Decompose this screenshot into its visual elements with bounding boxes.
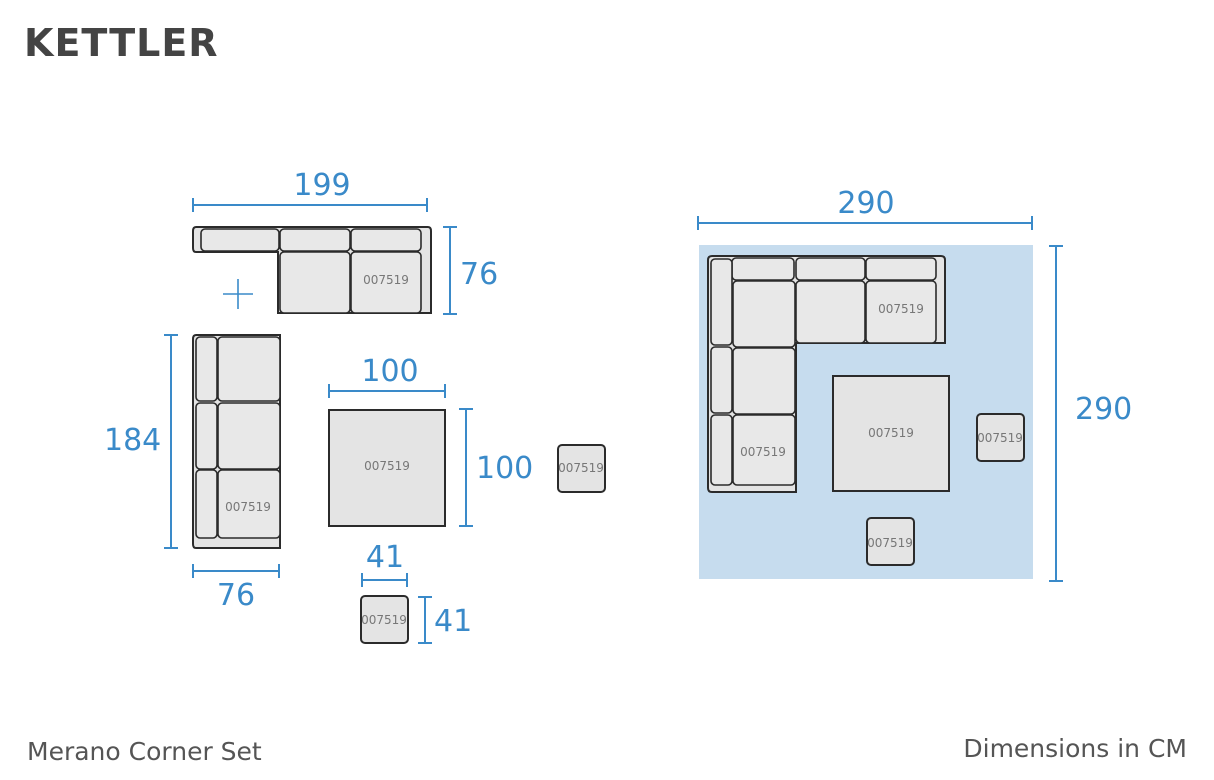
sofa-width-dimension: 199 xyxy=(192,168,428,212)
stool-width-dimension: 41 xyxy=(361,540,408,587)
chaise-depth-dimension: 76 xyxy=(192,564,280,613)
stool-depth-dimension: 41 xyxy=(418,596,472,644)
layout-width-label: 290 xyxy=(837,186,894,221)
chaise-product-code: 007519 xyxy=(225,500,271,514)
table-depth-label: 100 xyxy=(476,451,533,486)
table-width-dimension: 100 xyxy=(328,354,446,398)
layout-stool-right: 007519 xyxy=(976,413,1025,462)
connection-marker-icon xyxy=(223,279,253,309)
layout-depth-dimension: 290 xyxy=(1049,245,1132,582)
layout-depth-label: 290 xyxy=(1075,392,1132,427)
layout-stool-bottom-product-code: 007519 xyxy=(867,536,913,550)
layout-width-dimension: 290 xyxy=(697,186,1033,230)
coffee-table-piece: 007519 xyxy=(328,409,446,527)
chaise-length-label: 184 xyxy=(104,423,161,458)
table-depth-dimension: 100 xyxy=(459,408,533,527)
sofa-width-label: 199 xyxy=(293,168,350,203)
sofa-depth-dimension: 76 xyxy=(443,226,498,315)
layout-table-product-code: 007519 xyxy=(868,426,914,440)
units-note: Dimensions in CM xyxy=(963,734,1187,763)
layout-coffee-table: 007519 xyxy=(832,375,950,492)
table-product-code: 007519 xyxy=(364,459,410,473)
layout-sofa-product-code: 007519 xyxy=(878,302,924,316)
stool-piece-bottom: 007519 xyxy=(360,595,409,644)
corner-sofa-piece: 007519 xyxy=(192,226,432,314)
layout-chaise-product-code: 007519 xyxy=(740,445,786,459)
chaise-depth-label: 76 xyxy=(217,578,255,613)
chaise-piece: 007519 xyxy=(192,334,281,549)
stool-right-product-code: 007519 xyxy=(558,461,604,475)
sofa-product-code: 007519 xyxy=(363,273,409,287)
product-name: Merano Corner Set xyxy=(27,737,262,766)
table-width-label: 100 xyxy=(361,354,418,389)
brand-logo: KETTLER xyxy=(24,21,219,65)
stool-depth-label: 41 xyxy=(434,604,472,639)
layout-stool-right-product-code: 007519 xyxy=(977,431,1023,445)
layout-stool-bottom: 007519 xyxy=(866,517,915,566)
chaise-length-dimension: 184 xyxy=(104,334,178,549)
stool-piece-right: 007519 xyxy=(557,444,606,493)
stool-bottom-product-code: 007519 xyxy=(361,613,407,627)
sofa-depth-label: 76 xyxy=(460,257,498,292)
stool-width-label: 41 xyxy=(366,540,404,575)
layout-corner-sofa: 007519 007519 xyxy=(707,255,946,493)
